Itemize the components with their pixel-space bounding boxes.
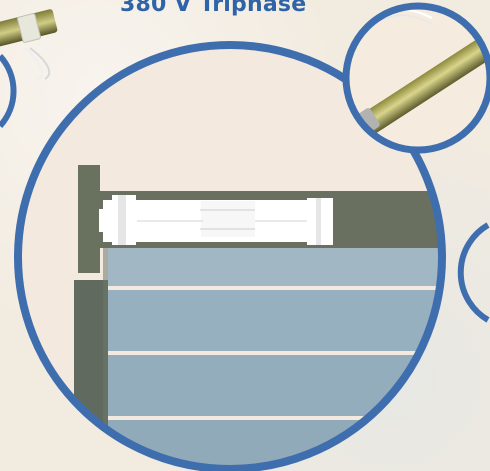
partial-circle-right-edge (461, 225, 488, 320)
top-right-motor-thumbnail (346, 6, 490, 150)
partial-circle-left-edge (0, 56, 14, 126)
